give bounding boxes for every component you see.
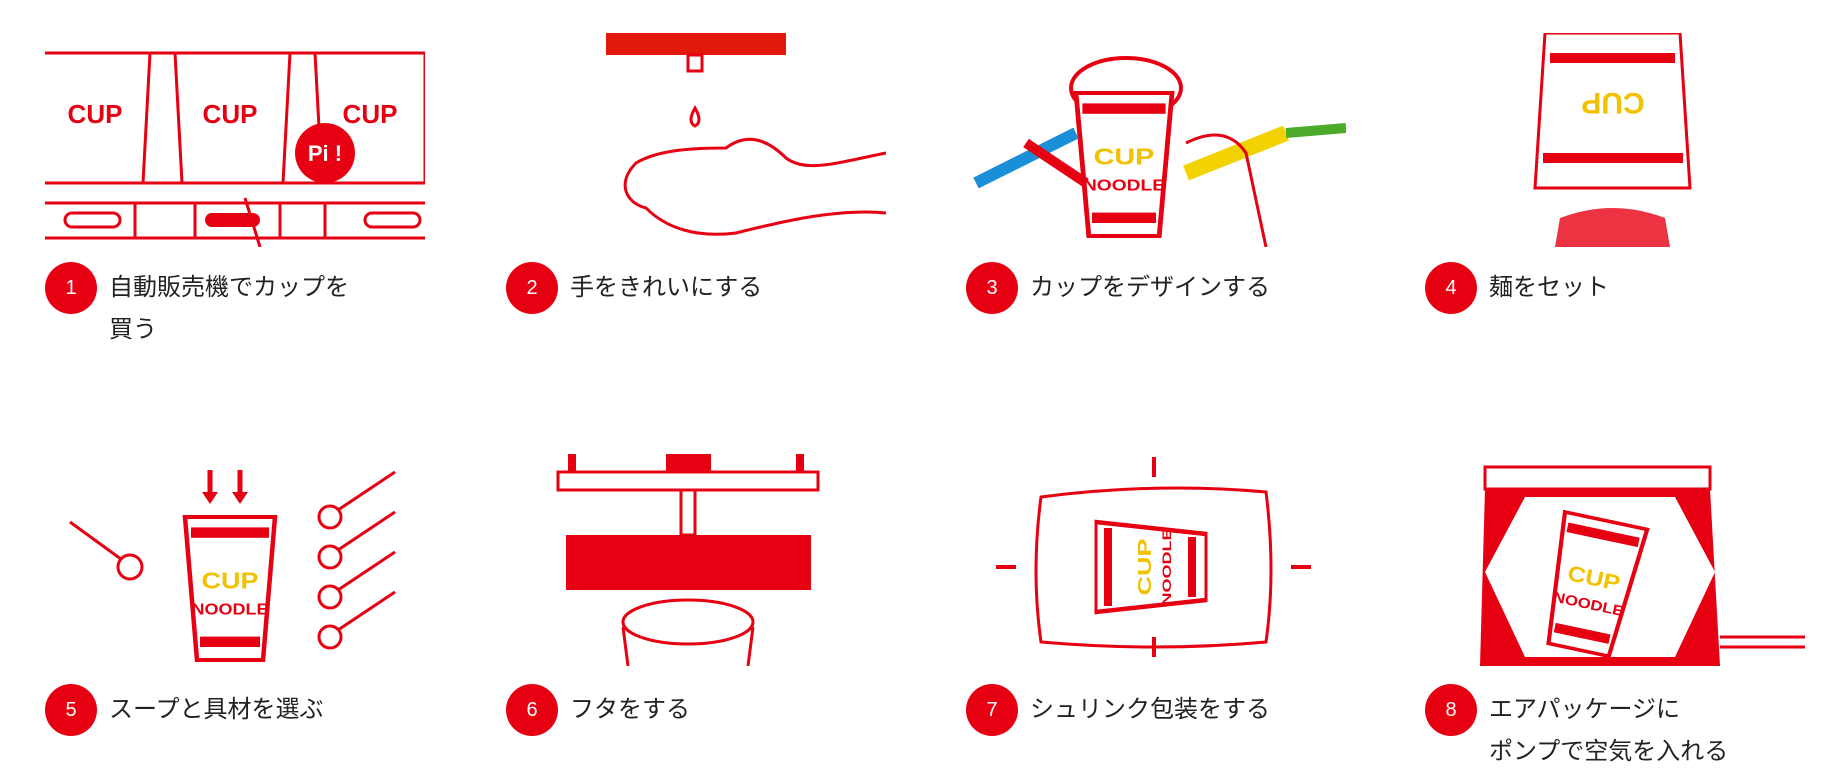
pi-badge-text: Pi ! (308, 141, 342, 166)
step-number-badge: 7 (966, 684, 1018, 736)
step-title-line: スープと具材を選ぶ (109, 695, 324, 723)
step-number-badge: 6 (506, 684, 558, 736)
step-label: 1 自動販売機でカップを買う (45, 262, 349, 350)
step-title-line: 手をきれいにする (570, 273, 763, 301)
step-title-line: シュリンク包装をする (1030, 695, 1270, 723)
step-title-line: ポンプで空気を入れる (1489, 737, 1729, 765)
step-label: 6 フタをする (506, 684, 690, 736)
svg-text:CUP: CUP (1581, 86, 1644, 119)
step-number-badge: 3 (966, 262, 1018, 314)
step-label: 4 麺をセット (1425, 262, 1609, 314)
soup-toppings-illustration (45, 452, 425, 666)
step-label: 8 エアパッケージにポンプで空気を入れる (1425, 684, 1728, 772)
step-title-line: 買う (109, 315, 157, 343)
step-label: 5 スープと具材を選ぶ (45, 684, 324, 736)
step-number-badge: 8 (1425, 684, 1477, 736)
step-label: 7 シュリンク包装をする (966, 684, 1270, 736)
svg-text:CUP: CUP (68, 99, 123, 129)
step-title-line: エアパッケージに (1489, 695, 1681, 723)
svg-text:CUP: CUP (343, 99, 398, 129)
pi-badge-icon (295, 123, 355, 183)
step-title-line: 自動販売機でカップを (109, 273, 349, 301)
hand-washing-illustration (506, 33, 887, 247)
cup-design-illustration (966, 33, 1347, 248)
step-title-line: 麺をセット (1489, 273, 1609, 301)
step-label: 3 カップをデザインする (966, 262, 1270, 314)
lid-sealing-illustration (506, 452, 886, 667)
step-title-line: カップをデザインする (1030, 273, 1270, 301)
step-label: 2 手をきれいにする (506, 262, 762, 314)
noodle-set-illustration: CUP (1425, 31, 1805, 247)
step-number-badge: 1 (45, 262, 97, 314)
step-number-badge: 2 (506, 262, 558, 314)
step-number-badge: 5 (45, 684, 97, 736)
air-package-illustration (1425, 452, 1805, 666)
step-number-badge: 4 (1425, 262, 1477, 314)
step-title-line: フタをする (570, 695, 690, 723)
shrink-wrap-illustration (966, 452, 1346, 666)
svg-text:CUP: CUP (203, 99, 258, 129)
vending-machine-illustration: CUP CUP CUP Pi ! (45, 33, 427, 248)
